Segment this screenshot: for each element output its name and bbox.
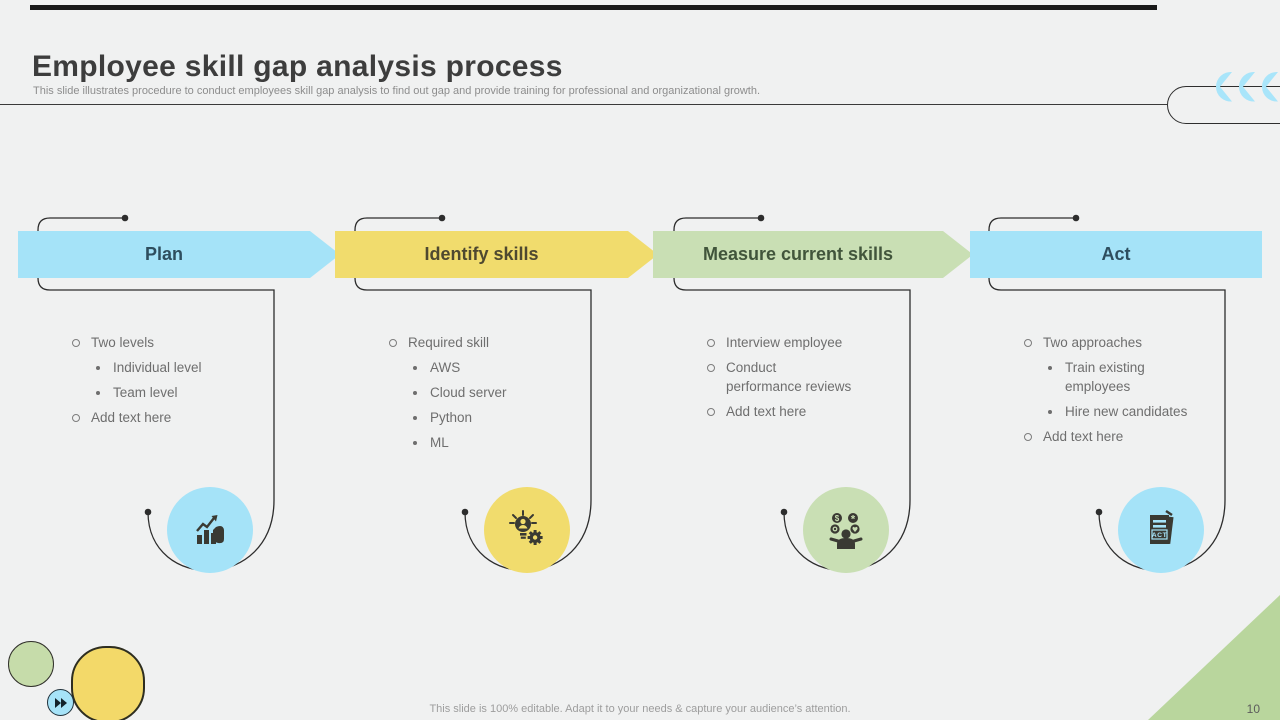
top-accent-bar	[30, 5, 1157, 10]
step-label: Act	[1101, 244, 1131, 264]
list-item: Conduct performance reviews	[707, 358, 932, 396]
rewind-chevrons-icon	[1215, 71, 1278, 102]
list-item: Interview employee	[707, 333, 932, 352]
list-item: Python	[411, 408, 614, 427]
green-dot-decoration	[8, 641, 54, 687]
slide-subtitle: This slide illustrates procedure to cond…	[33, 85, 761, 97]
header-divider	[0, 104, 1167, 105]
add-text-placeholder[interactable]: Add text here	[72, 408, 297, 427]
page-title: Employee skill gap analysis process	[32, 50, 563, 84]
step-header-plan: Plan	[18, 231, 340, 278]
plan-bullet-list: Two levels Individual level Team level A…	[72, 333, 297, 433]
act-document-icon: ACT	[1118, 487, 1204, 573]
step-header-act: Act	[970, 231, 1262, 278]
measure-skills-bullet-list: Interview employee Conduct performance r…	[707, 333, 932, 427]
svg-text:*: *	[851, 514, 856, 526]
page-number: 10	[1246, 702, 1260, 716]
list-item: AWS	[411, 358, 614, 377]
footer-note: This slide is 100% editable. Adapt it to…	[429, 703, 851, 715]
act-bullet-list: Two approaches Train existing employees …	[1024, 333, 1249, 452]
idea-bulb-gear-icon	[484, 487, 570, 573]
list-item: Team level	[94, 383, 297, 402]
add-text-placeholder[interactable]: Add text here	[1024, 427, 1249, 446]
add-text-placeholder[interactable]: Add text here	[707, 402, 932, 421]
list-item: ML	[411, 433, 614, 452]
list-item: Cloud server	[411, 383, 614, 402]
fast-forward-icon	[47, 689, 74, 716]
step-header-measure-current-skills: Measure current skills	[653, 231, 973, 278]
list-item: Two levels	[72, 333, 297, 352]
employee-skills-icon: $ * ♥	[803, 487, 889, 573]
list-item: Required skill	[389, 333, 614, 352]
yellow-capsule-decoration	[71, 646, 145, 720]
list-item: Two approaches	[1024, 333, 1249, 352]
identify-skills-bullet-list: Required skill AWS Cloud server Python M…	[389, 333, 614, 458]
header-pill-outline	[1167, 86, 1280, 124]
step-label: Plan	[144, 244, 183, 264]
step-label: Identify skills	[424, 244, 539, 264]
step-label: Measure current skills	[702, 244, 894, 264]
growth-chart-icon	[167, 487, 253, 573]
svg-text:ACT: ACT	[1152, 532, 1168, 539]
list-item: Hire new candidates	[1046, 402, 1249, 421]
svg-text:$: $	[835, 514, 840, 523]
list-item: Train existing employees	[1046, 358, 1249, 396]
svg-text:♥: ♥	[852, 526, 858, 534]
list-item: Individual level	[94, 358, 297, 377]
step-header-identify-skills: Identify skills	[335, 231, 658, 278]
